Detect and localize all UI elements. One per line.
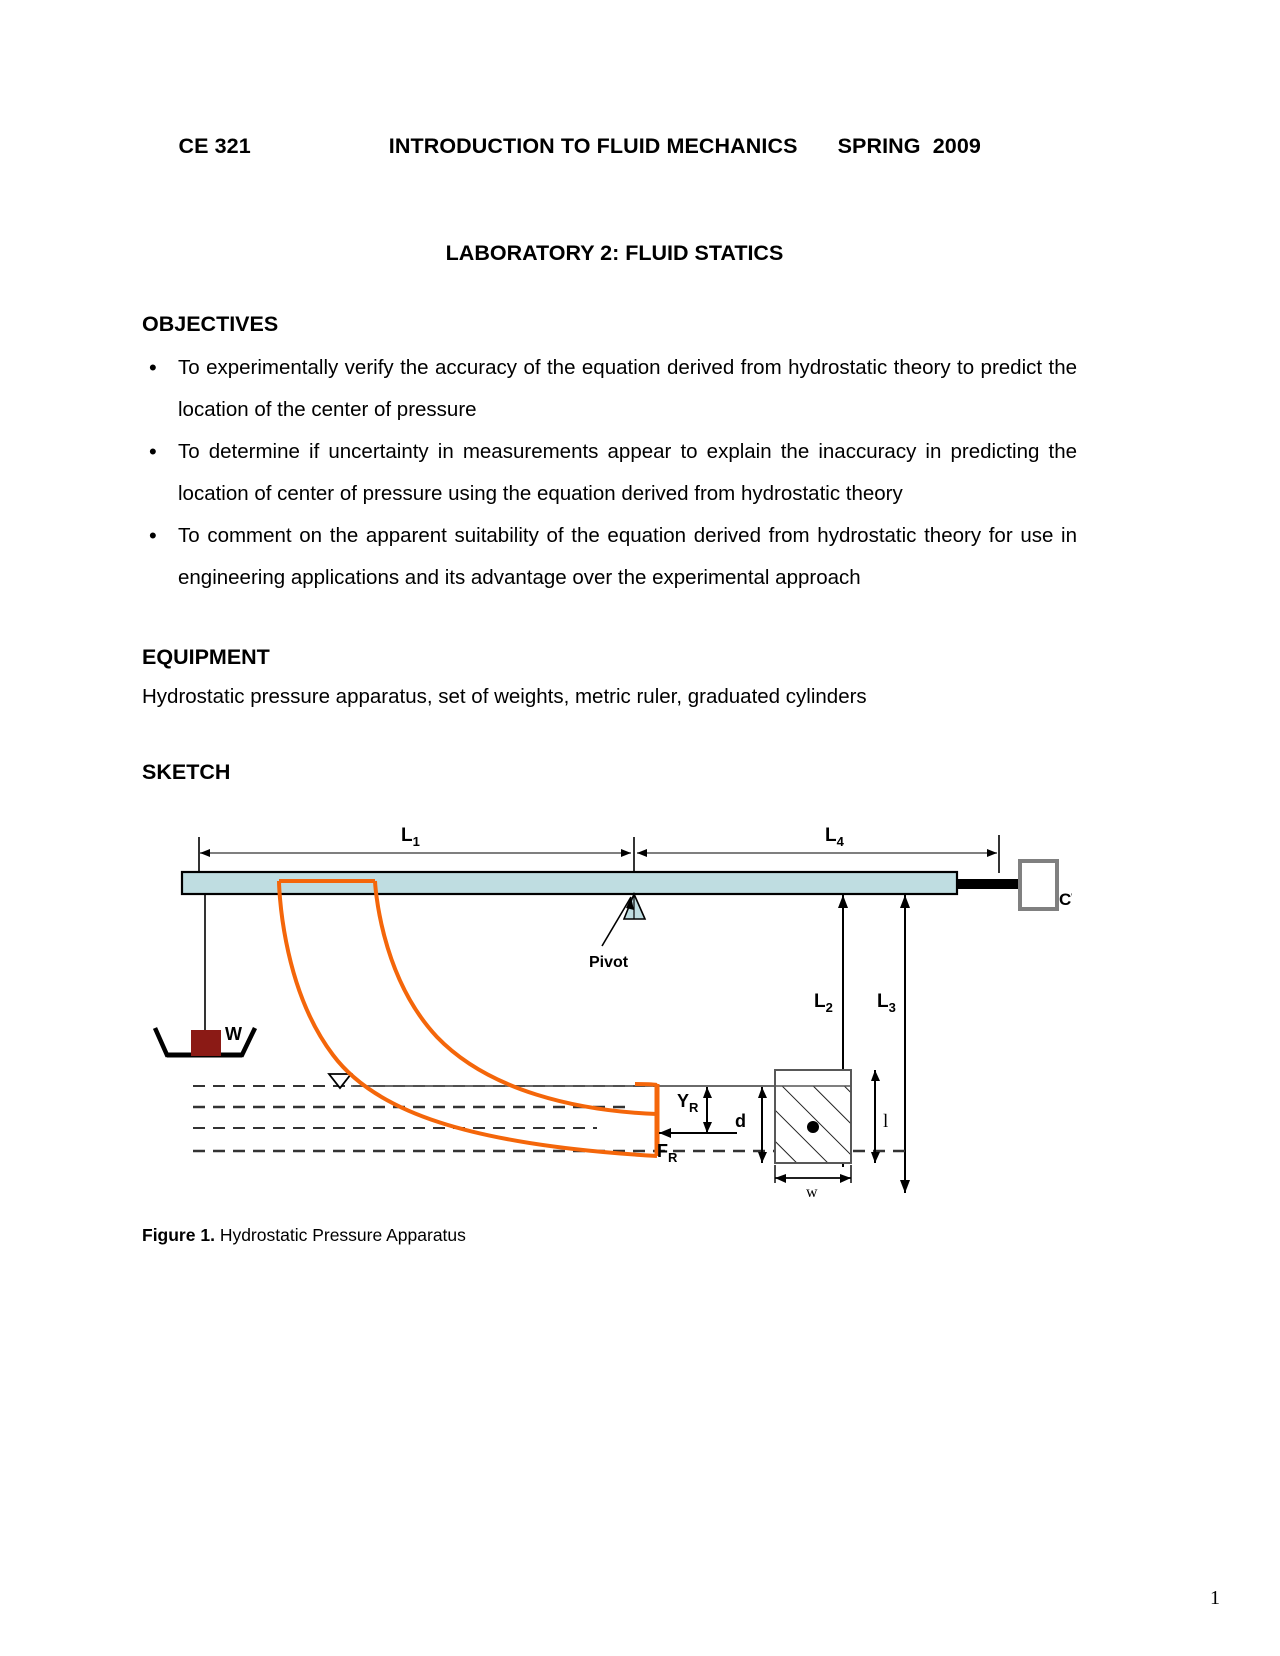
figure-caption-label: Figure 1. — [142, 1225, 215, 1246]
equipment-heading: EQUIPMENT — [142, 645, 270, 670]
list-item: • To determine if uncertainty in measurem… — [142, 431, 1077, 515]
objectives-list: • To experimentally verify the accuracy o… — [142, 347, 1077, 599]
label-w-small: w — [806, 1184, 818, 1201]
label-L3: L3 — [877, 991, 896, 1015]
label-YR: YR — [677, 1091, 699, 1115]
bullet-icon: • — [149, 523, 157, 549]
figure-1: L1 L4 CW Pivot — [142, 815, 1077, 1215]
document-header: CE 321 INTRODUCTION TO FLUID MECHANICS SPR… — [142, 108, 1077, 185]
counterweight-rod — [957, 879, 1020, 890]
sketch-heading: SKETCH — [142, 760, 231, 785]
objectives-heading: OBJECTIVES — [142, 312, 279, 337]
pressure-curve-outer — [277, 881, 658, 1159]
term-label: SPRING 2009 — [837, 133, 981, 158]
label-L4: L4 — [825, 825, 845, 849]
page-number: 1 — [1210, 1587, 1220, 1609]
label-d: d — [735, 1111, 746, 1131]
weight-block — [191, 1030, 221, 1057]
objective-text: To experimentally verify the accuracy of… — [178, 356, 1077, 422]
course-title: INTRODUCTION TO FLUID MECHANICS — [388, 133, 798, 158]
list-item: • To experimentally verify the accuracy o… — [142, 347, 1077, 431]
label-L1: L1 — [401, 825, 420, 849]
bullet-icon: • — [149, 355, 157, 381]
label-FR: FR — [657, 1141, 678, 1165]
free-surface-marker-icon — [327, 1073, 353, 1090]
figure-caption: Figure 1. Hydrostatic Pressure Apparatus — [142, 1225, 1077, 1246]
label-CW: CW — [1059, 890, 1072, 909]
course-code: CE 321 — [178, 133, 251, 158]
label-pivot: Pivot — [589, 954, 629, 971]
objective-text: To comment on the apparent suitability o… — [178, 524, 1077, 590]
label-l: l — [883, 1111, 888, 1132]
pressure-curve-inner — [373, 881, 658, 1117]
hydrostatic-pressure-apparatus-diagram: L1 L4 CW Pivot — [152, 825, 1072, 1201]
label-L2: L2 — [814, 991, 833, 1015]
figure-caption-text: Hydrostatic Pressure Apparatus — [219, 1225, 466, 1246]
objective-text: To determine if uncertainty in measureme… — [178, 440, 1077, 506]
equipment-text: Hydrostatic pressure apparatus, set of w… — [142, 685, 867, 709]
list-item: • To comment on the apparent suitability … — [142, 515, 1077, 599]
centroid-marker — [807, 1121, 819, 1134]
document-content: CE 321 INTRODUCTION TO FLUID MECHANICS SPR… — [142, 0, 1077, 1246]
lab-title: LABORATORY 2: FLUID STATICS — [445, 241, 784, 266]
bullet-icon: • — [149, 439, 157, 465]
label-W: W — [225, 1024, 242, 1044]
counterweight-box — [1018, 859, 1059, 912]
